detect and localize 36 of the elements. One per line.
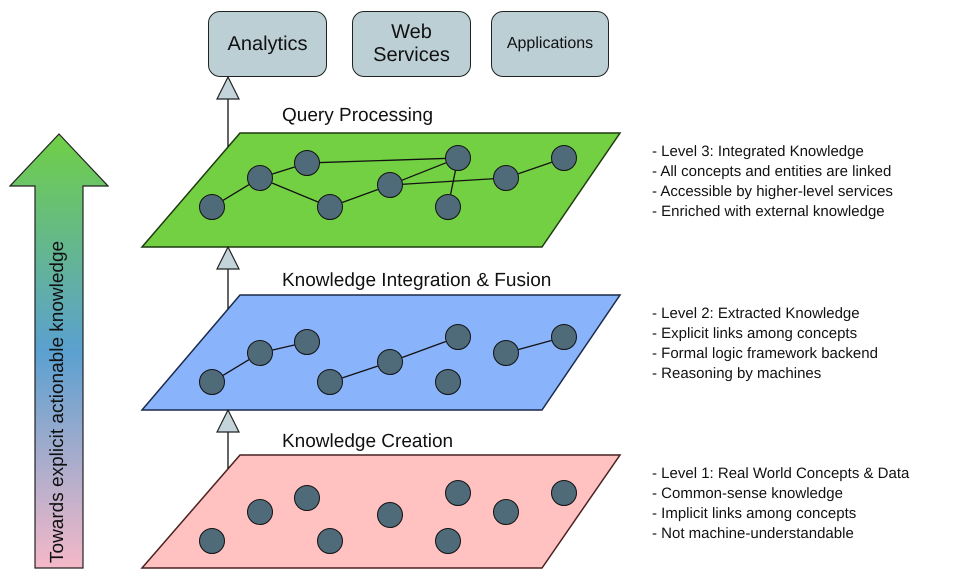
service-box: Web Services — [352, 11, 471, 77]
connector-line — [518, 340, 552, 350]
bullet-text: - Not machine-understandable — [652, 525, 854, 542]
connector-line — [342, 366, 378, 378]
arrow — [216, 246, 240, 310]
edge-label: Knowledge Integration & Fusion — [282, 270, 552, 292]
connector-line — [272, 344, 294, 351]
bullet-text: - Level 3: Integrated Knowledge — [652, 143, 864, 160]
bullet-text: - Level 2: Extracted Knowledge — [652, 305, 860, 322]
arrow — [216, 409, 240, 469]
connector-line — [402, 178, 494, 185]
connector-line — [518, 162, 552, 174]
bullet-text: - Accessible by higher-level services — [652, 183, 893, 200]
bullet-text: - Level 1: Real World Concepts & Data — [652, 465, 910, 482]
bullet-text: - Implicit links among concepts — [652, 505, 856, 522]
connector-line — [222, 359, 250, 376]
service-box: Applications — [491, 11, 609, 77]
arrow-label: Towards explicit actionable knowledge — [47, 240, 69, 563]
bullet-text: - Reasoning by machines — [652, 365, 822, 382]
edge-label: Knowledge Creation — [282, 431, 454, 454]
connector-line — [272, 166, 295, 175]
bullet-text: - Enriched with external knowledge — [652, 203, 885, 220]
connector-line — [402, 340, 446, 358]
bullet-text: - Explicit links among concepts — [652, 325, 858, 342]
arrow — [216, 76, 240, 147]
bullet-text: - Formal logic framework backend — [652, 345, 878, 362]
edge-label: Query Processing — [282, 104, 434, 127]
connector-line — [450, 170, 456, 194]
connector-line — [402, 162, 446, 181]
connector-line — [320, 158, 446, 164]
connector-line — [272, 182, 318, 203]
bullet-text: - Common-sense knowledge — [652, 485, 843, 502]
service-box: Analytics — [208, 11, 327, 77]
bullet-text: - All concepts and entities are linked — [652, 163, 892, 180]
connector-line — [342, 188, 378, 204]
connector-line — [222, 184, 250, 201]
